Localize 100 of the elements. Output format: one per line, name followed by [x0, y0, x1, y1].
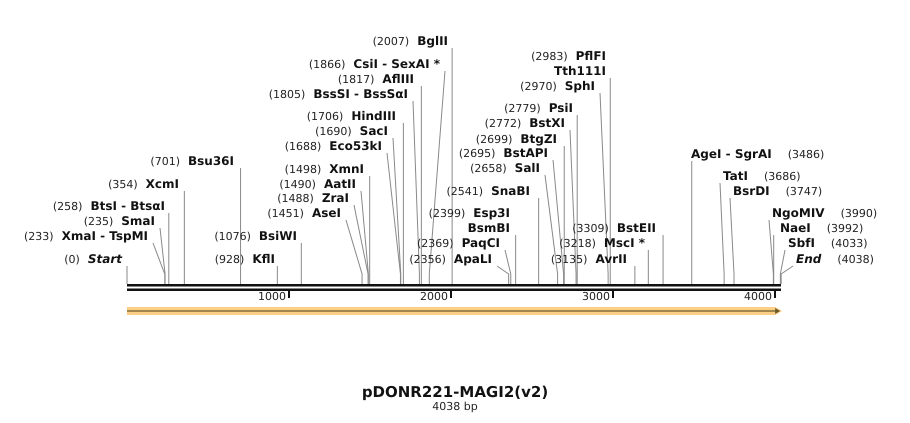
enzyme-name: PflFI: [576, 49, 606, 64]
enzyme-name: End: [796, 252, 822, 267]
site-position: (2699): [476, 132, 512, 147]
enzyme-name: SnaBI: [491, 184, 530, 199]
enzyme-name: KflI: [252, 252, 275, 267]
site-position: (235): [84, 214, 114, 229]
site-position: (3990): [840, 206, 878, 221]
leader-line: [386, 152, 401, 284]
leader-line: [648, 250, 649, 284]
enzyme-name: ZraI: [322, 191, 349, 206]
site-position: (3135): [550, 252, 588, 267]
enzyme-name: SmaI: [121, 214, 155, 229]
leader-line: [412, 100, 420, 284]
leader-line: [600, 92, 609, 284]
leader-line: [720, 182, 725, 284]
enzyme-name: PaqCI: [462, 236, 500, 251]
enzyme-name: SacI: [360, 124, 388, 139]
enzyme-name: Tth111I: [554, 64, 606, 79]
leader-line: [369, 176, 370, 284]
leader-line: [780, 266, 794, 284]
enzyme-name: BstXI: [529, 116, 565, 131]
enzyme-name: MscI *: [604, 236, 645, 251]
site-position: (4038): [837, 252, 874, 267]
leader-line: [240, 168, 242, 284]
site-position: (2399): [428, 206, 466, 221]
scale-label: 1000: [258, 290, 286, 303]
site-position: (2983): [531, 49, 568, 64]
leader-line: [515, 234, 516, 284]
site-position: (928): [214, 252, 244, 267]
leader-line: [300, 242, 302, 284]
leader-line: [552, 160, 564, 284]
enzyme-name: NaeI: [780, 221, 811, 236]
enzyme-name: BsiWI: [258, 229, 297, 244]
enzyme-name: AatII: [324, 177, 356, 192]
plasmid-name: pDONR221-MAGI2(v2): [360, 383, 550, 401]
enzyme-name: TatI: [723, 169, 748, 184]
leader-line: [662, 234, 664, 284]
site-position: (1817): [338, 72, 374, 87]
leader-line: [428, 70, 446, 284]
site-position: (1451): [267, 206, 304, 221]
site-position: (1688): [284, 139, 322, 154]
site-position: (3486): [788, 147, 824, 162]
enzyme-name: XmnI: [329, 162, 364, 177]
enzyme-name: HindIII: [351, 109, 396, 124]
enzyme-name: BssSI - BssSαI: [313, 87, 408, 102]
site-position: (2779): [504, 101, 541, 116]
site-position: (2658): [470, 161, 507, 176]
site-position: (3686): [764, 169, 801, 184]
enzyme-name: SbfI: [788, 236, 815, 251]
site-position: (701): [150, 154, 180, 169]
leader-line: [544, 174, 558, 284]
leader-line: [576, 114, 578, 284]
leader-line: [570, 130, 577, 284]
site-position: (3992): [826, 221, 864, 236]
leader-line: [730, 198, 735, 284]
site-position: (0): [64, 252, 80, 267]
leader-line: [360, 190, 369, 284]
enzyme-name: NgoMIV: [772, 206, 825, 221]
site-position: (1498): [284, 162, 322, 177]
enzyme-name: BstAPI: [503, 146, 548, 161]
leader-line: [452, 48, 453, 284]
leader-line: [634, 266, 636, 284]
plasmid-length: 4038 bp: [432, 400, 478, 413]
site-position: (1706): [306, 109, 344, 124]
enzyme-name: AgeI - SgrAI: [691, 147, 772, 162]
leader-line: [126, 266, 128, 284]
leader-line: [160, 228, 166, 284]
site-position: (354): [108, 177, 138, 192]
enzyme-name: XcmI: [146, 177, 179, 192]
enzyme-name: Bsu36I: [188, 154, 234, 169]
enzyme-name: AvrII: [595, 252, 627, 267]
site-position: (3747): [786, 184, 822, 199]
leader-line: [420, 86, 422, 284]
site-position: (2369): [416, 236, 454, 251]
leader-line: [773, 234, 774, 284]
enzyme-name: CsiI - SexAI *: [353, 57, 440, 72]
site-position: (1690): [315, 124, 352, 139]
enzyme-name: BstEII: [616, 221, 656, 236]
site-position: (1488): [277, 191, 314, 206]
enzyme-name: XmaI - TspMI: [62, 229, 148, 244]
scale-label: 2000: [420, 290, 448, 303]
site-position: (2695): [458, 146, 496, 161]
enzyme-name: PsiI: [548, 101, 573, 116]
site-position: (233): [24, 229, 54, 244]
leader-line: [168, 212, 170, 284]
enzyme-name: Start: [88, 252, 122, 267]
leader-line: [780, 250, 786, 284]
site-position: (2772): [484, 116, 522, 131]
enzyme-name: SalI: [514, 161, 540, 176]
enzyme-name: AseI: [312, 206, 341, 221]
enzyme-name: SphI: [564, 79, 595, 94]
site-position: (258): [52, 199, 82, 214]
site-position: (2356): [409, 252, 446, 267]
leader-line: [184, 190, 185, 284]
enzyme-name: ApaLI: [454, 252, 492, 267]
enzyme-name: Esp3I: [473, 206, 510, 221]
scale-label: 3000: [582, 290, 610, 303]
enzyme-name: BsrDI: [733, 184, 770, 199]
site-position: (2541): [446, 184, 484, 199]
enzyme-name: BsmBI: [468, 221, 510, 236]
